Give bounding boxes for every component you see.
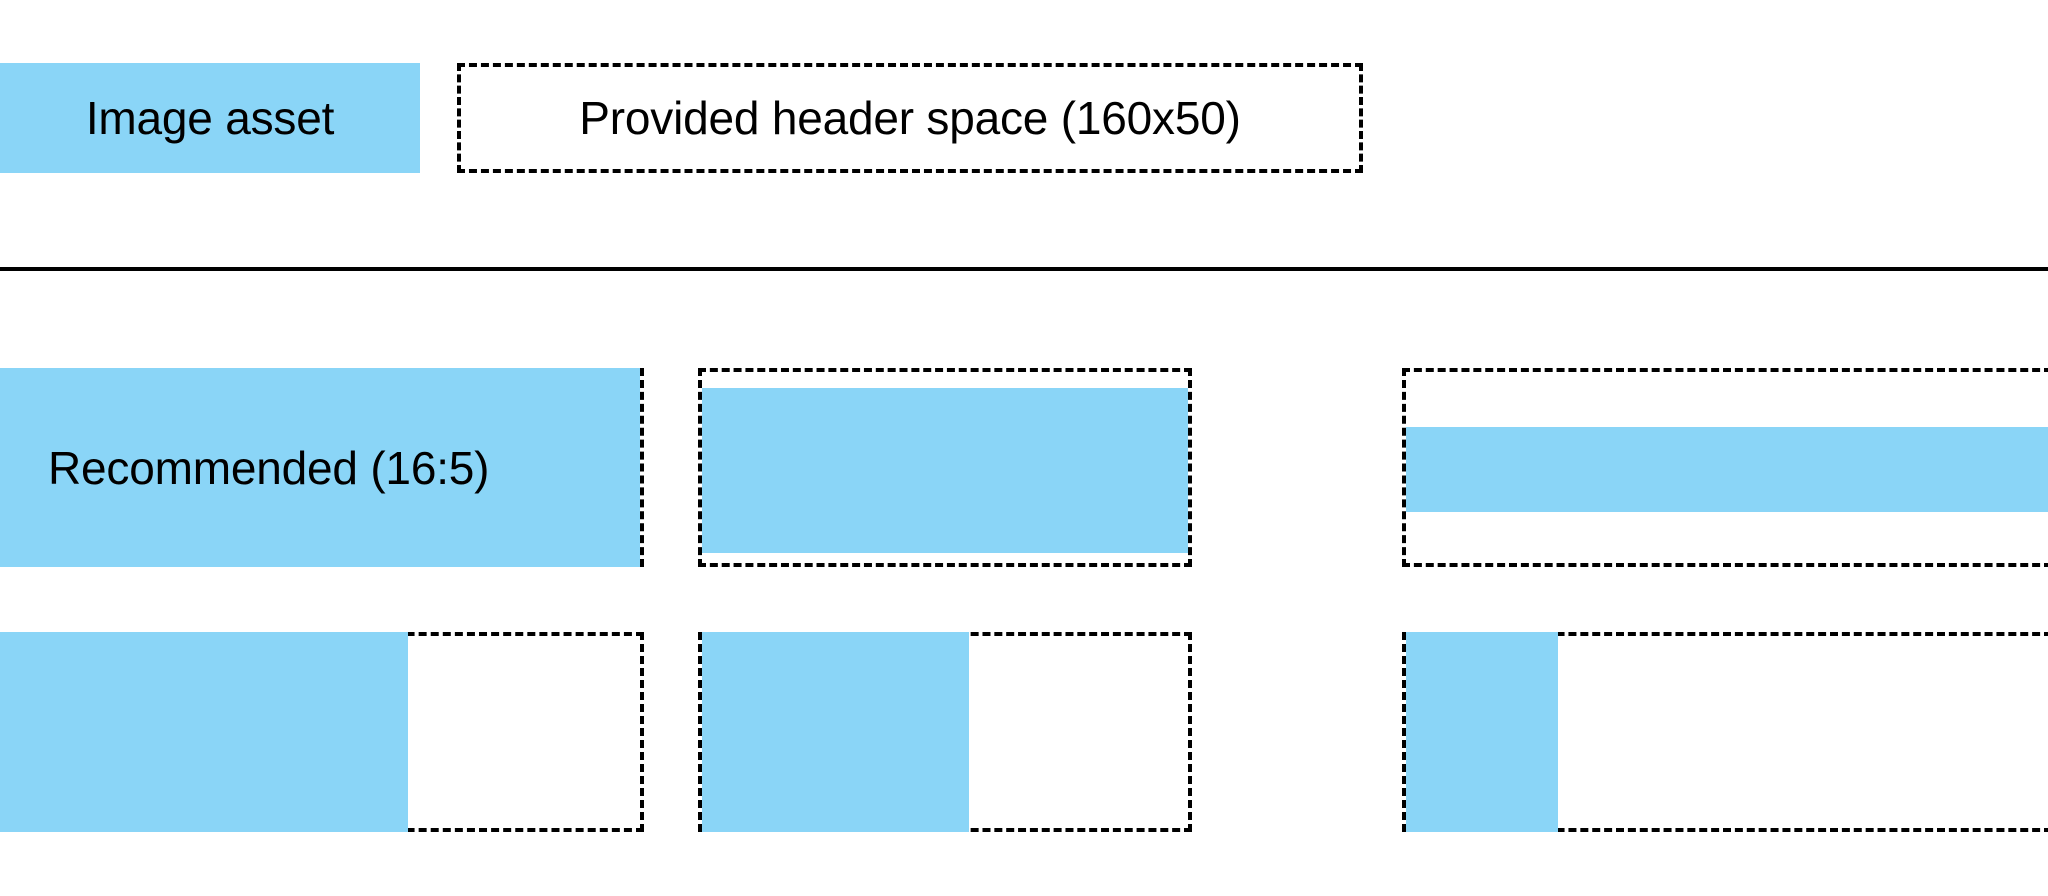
- short-asset-cell-fill: [702, 388, 1188, 553]
- shortest-asset-cell-outline: [1402, 368, 2048, 567]
- shortest-asset-cell-fill: [1406, 427, 2048, 512]
- short-asset-cell-outline: [698, 368, 1192, 567]
- section-divider: [0, 267, 2048, 271]
- provided-header-space-slot: Provided header space (160x50): [457, 63, 1363, 173]
- image-asset-label: Image asset: [85, 92, 335, 144]
- provided-header-space-label: Provided header space (160x50): [579, 92, 1241, 144]
- narrow-asset-cell-fill: [1406, 632, 1558, 832]
- wide-asset-cell-fill: [0, 632, 408, 832]
- image-asset-swatch: Image asset: [0, 63, 420, 173]
- recommended-cell-fill: [0, 368, 640, 567]
- medium-asset-cell-fill: [702, 632, 969, 832]
- narrow-asset-cell-outline: [1402, 632, 2048, 832]
